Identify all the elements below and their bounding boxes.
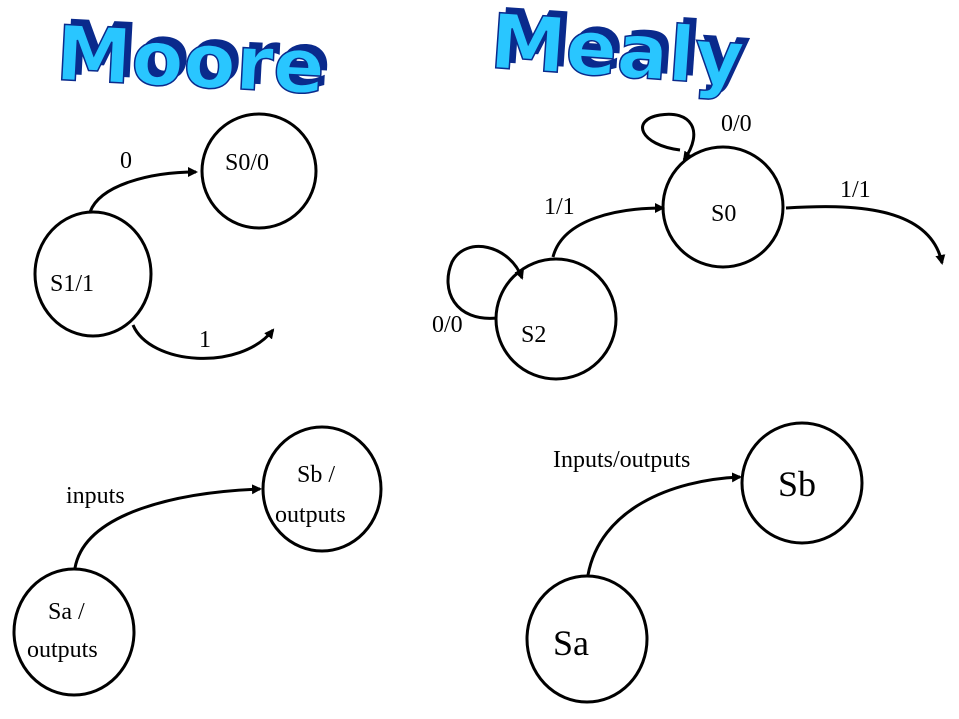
mealy-generic-sa-label: Sa (553, 623, 589, 663)
moore-generic-sa-line2: outputs (27, 637, 98, 663)
mealy-edge-s0-out (785, 205, 946, 265)
moore-state-s0 (200, 112, 318, 230)
mealy-state-s2-label: S2 (521, 322, 546, 348)
mealy-edge-s2-self (446, 245, 524, 320)
moore-generic-sa-line1: Sa / (48, 599, 85, 625)
mealy-generic-edge-label: Inputs/outputs (553, 447, 690, 473)
moore-generic-sb-line2: outputs (275, 502, 346, 528)
moore-generic-edge-label: inputs (66, 483, 125, 509)
moore-edge-s1-s0 (88, 167, 198, 213)
moore-title-shadow: Moore (60, 3, 333, 106)
mealy-state-s0-label: S0 (711, 201, 736, 227)
moore-title-text: Moore (54, 8, 327, 111)
mealy-edge-s0-self-label: 0/0 (721, 111, 752, 137)
moore-generic-state-sb (261, 425, 383, 553)
moore-example: S0/0 S1/1 0 1 (33, 112, 318, 360)
mealy-generic-sb-label: Sb (778, 464, 816, 504)
mealy-edge-s0-self (641, 112, 696, 162)
moore-title: Moore Moore (53, 3, 333, 112)
mealy-generic-state-sa (525, 574, 649, 704)
mealy-generic-edge (586, 472, 742, 576)
mealy-state-s2 (494, 257, 618, 381)
mealy-title-shadow: Mealy (494, 0, 754, 97)
moore-state-s1-label: S1/1 (50, 271, 94, 297)
moore-generic-edge (73, 484, 262, 569)
mealy-generic-state-sb (740, 421, 864, 545)
moore-generic: Sb / outputs Sa / outputs inputs (12, 425, 383, 697)
mealy-generic: Sb Sa Inputs/outputs (525, 421, 864, 704)
moore-edge-s1-out (131, 324, 275, 360)
mealy-edge-s2-s0 (551, 203, 665, 258)
mealy-edge-s0-out-label: 1/1 (840, 177, 871, 203)
mealy-edge-s2-s0-label: 1/1 (544, 194, 575, 220)
moore-edge-s1-s0-label: 0 (120, 148, 132, 174)
mealy-edge-s2-self-label: 0/0 (432, 312, 463, 338)
moore-generic-sb-line1: Sb / (297, 462, 335, 488)
mealy-title-text: Mealy (487, 0, 747, 103)
moore-state-s0-label: S0/0 (225, 150, 269, 176)
moore-edge-s1-out-label: 1 (199, 327, 211, 353)
moore-state-s1 (33, 210, 153, 338)
mealy-title: Mealy Mealy (487, 0, 754, 104)
moore-generic-state-sa (12, 567, 136, 697)
mealy-example: S0 S2 0/0 1/1 1/1 0/0 (432, 111, 946, 381)
